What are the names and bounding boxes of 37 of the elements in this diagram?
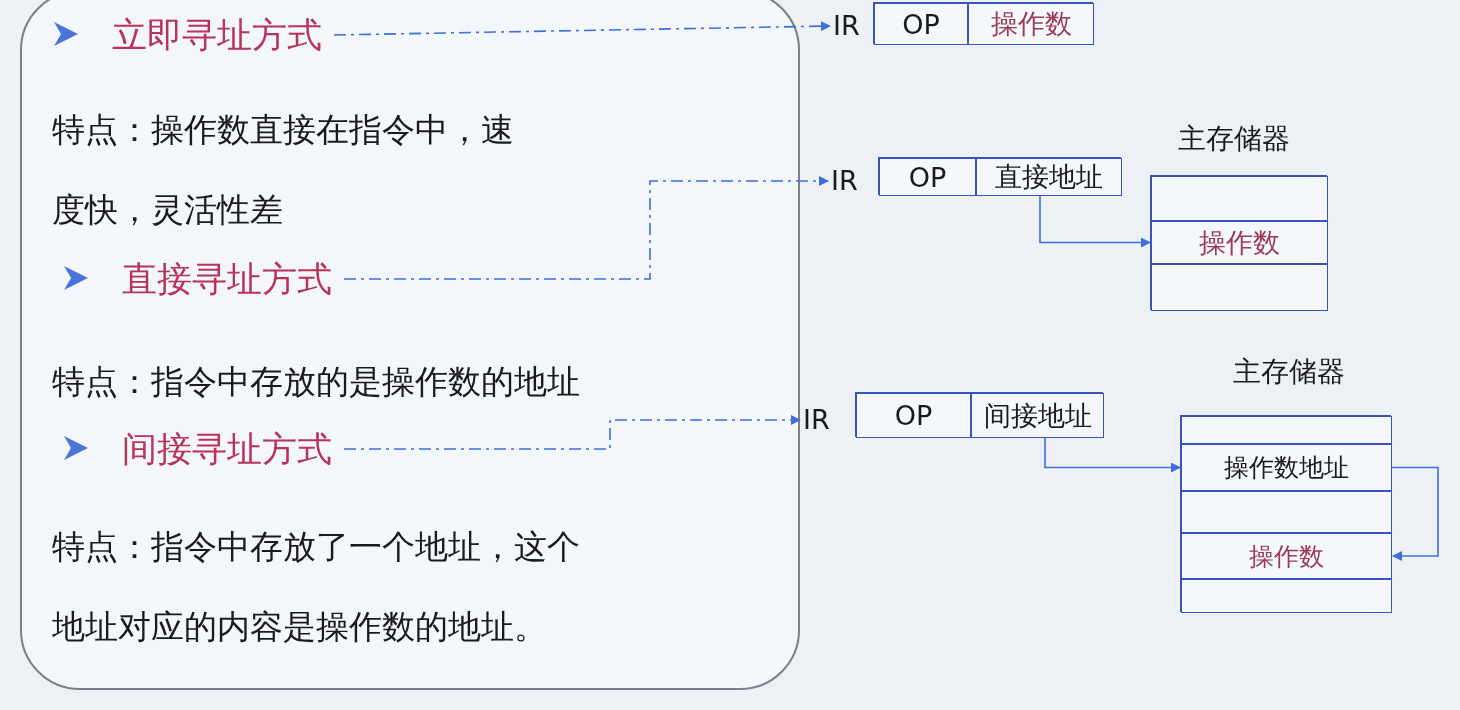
memory-cell: 操作数 xyxy=(1151,221,1328,264)
instruction-register xyxy=(873,2,1093,44)
memory-cell xyxy=(1181,579,1392,613)
register-field: 间接地址 xyxy=(971,393,1104,438)
memory-cell xyxy=(1181,491,1392,533)
register-field: OP xyxy=(879,158,976,196)
register-field: 操作数 xyxy=(968,3,1094,45)
register-label: IR xyxy=(833,8,871,44)
register-field: OP xyxy=(856,393,971,438)
instruction-register xyxy=(855,392,1103,437)
register-label: IR xyxy=(831,163,871,199)
memory-cell xyxy=(1151,264,1328,311)
memory-title: 主存储器 xyxy=(1233,354,1345,390)
memory-cell xyxy=(1151,176,1328,221)
section-heading: 间接寻址方式 xyxy=(122,424,332,474)
feature-text: 特点：指令中存放的是操作数的地址 xyxy=(52,342,792,402)
arrow xyxy=(1391,466,1439,561)
arrow xyxy=(1039,195,1151,248)
feature-text: 特点：操作数直接在指令中，速度快，灵活性差 xyxy=(52,90,522,250)
memory-title: 主存储器 xyxy=(1178,121,1290,157)
arrow xyxy=(1044,437,1181,473)
dash-dot-arrow xyxy=(343,176,829,280)
register-field: OP xyxy=(874,3,968,45)
register-field: 直接地址 xyxy=(976,158,1122,196)
register-label: IR xyxy=(803,402,843,438)
section-heading: 直接寻址方式 xyxy=(122,254,332,304)
instruction-register xyxy=(878,157,1121,195)
memory-block xyxy=(1150,175,1327,310)
rounded-panel xyxy=(20,0,800,690)
memory-cell xyxy=(1181,416,1392,444)
section-heading: 立即寻址方式 xyxy=(112,10,322,60)
memory-block xyxy=(1180,415,1391,612)
feature-text: 特点：指令中存放了一个地址，这个地址对应的内容是操作数的地址。 xyxy=(52,507,612,667)
dash-dot-arrow xyxy=(333,21,831,36)
memory-cell: 操作数地址 xyxy=(1181,444,1392,491)
dash-dot-arrow xyxy=(343,415,801,450)
memory-cell: 操作数 xyxy=(1181,533,1392,579)
